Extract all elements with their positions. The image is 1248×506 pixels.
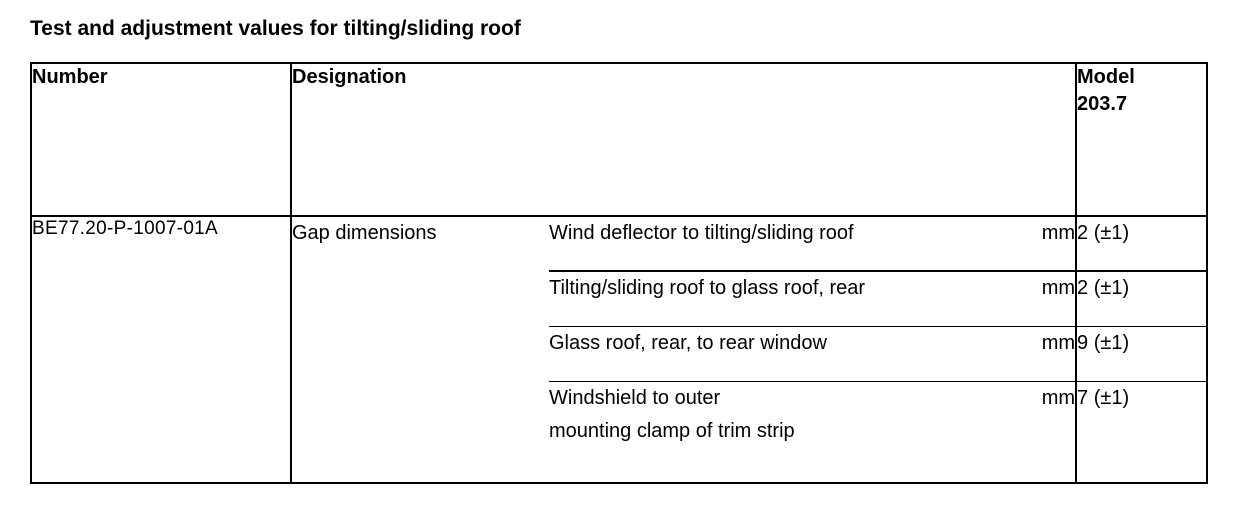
column-header-model: Model 203.7 xyxy=(1075,63,1208,217)
item-description: Glass roof, rear, to rear window xyxy=(549,331,827,354)
table-row: Glass roof, rear, to rear window mm 9 (±… xyxy=(31,326,1208,382)
item-unit: mm xyxy=(1041,277,1076,299)
table-row: Tilting/sliding roof to glass roof, rear… xyxy=(31,271,1208,327)
document-number: BE77.20-P-1007-01A xyxy=(31,216,292,483)
item-value: 9 (±1) xyxy=(1075,326,1208,382)
item-value: 7 (±1) xyxy=(1075,381,1208,483)
item-unit: mm xyxy=(1041,386,1076,409)
item-cell: Wind deflector to tilting/sliding roof m… xyxy=(549,216,1077,272)
item-unit: mm xyxy=(1041,222,1076,244)
item-value: 2 (±1) xyxy=(1075,271,1208,327)
item-unit: mm xyxy=(1041,331,1076,354)
item-cell: Windshield to outer mounting clamp of tr… xyxy=(549,381,1076,483)
column-header-designation: Designation xyxy=(291,63,1077,217)
item-cell: Glass roof, rear, to rear window mm xyxy=(549,326,1077,382)
row-designation: Gap dimensions xyxy=(292,222,437,244)
item-value: 2 (±1) xyxy=(1075,216,1208,272)
item-description: Windshield to outer mounting clamp of tr… xyxy=(549,386,795,442)
item-description: Wind deflector to tilting/sliding roof xyxy=(549,222,854,244)
table-row: BE77.20-P-1007-01A Gap dimensions Wind d… xyxy=(31,216,1208,483)
test-values-table: Number Designation Model 203.7 BE77.20-P… xyxy=(30,62,1209,484)
page-title: Test and adjustment values for tilting/s… xyxy=(30,17,521,40)
table-row: Windshield to outer mounting clamp of tr… xyxy=(31,381,1208,483)
table-header-row: Number Designation Model 203.7 xyxy=(31,63,1208,217)
column-header-number: Number xyxy=(31,63,292,217)
item-cell: Tilting/sliding roof to glass roof, rear… xyxy=(549,271,1077,327)
item-description: Tilting/sliding roof to glass roof, rear xyxy=(549,277,866,299)
